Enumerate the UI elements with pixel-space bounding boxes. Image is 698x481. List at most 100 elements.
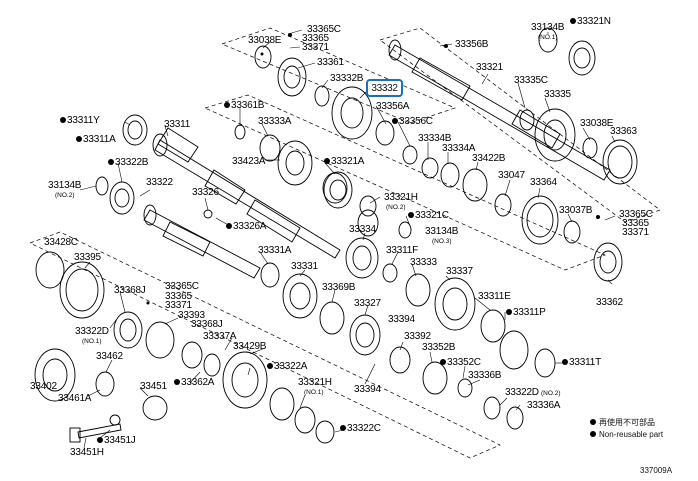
part-label[interactable]: 33402: [30, 381, 57, 392]
part-label[interactable]: 33365C: [307, 24, 341, 35]
part-label[interactable]: 33332B: [330, 73, 364, 84]
highlighted-part-label: 33332: [371, 82, 398, 94]
part-label[interactable]: 33311: [164, 119, 191, 130]
part-label[interactable]: 33331: [291, 261, 318, 272]
non-reusable-marker: [340, 425, 346, 431]
non-reusable-marker: [60, 117, 66, 123]
part-label[interactable]: 33038E: [248, 35, 282, 46]
part-label[interactable]: 33335: [544, 89, 571, 100]
part-label[interactable]: 33365C: [165, 281, 199, 292]
part-label[interactable]: 33462: [96, 351, 123, 362]
part-label[interactable]: 33134B: [48, 180, 82, 191]
part-label[interactable]: 33321A: [324, 157, 364, 167]
part-label[interactable]: 33365: [622, 218, 649, 229]
part-label[interactable]: 33037B: [559, 205, 593, 216]
part-label[interactable]: 33394: [388, 314, 415, 325]
figure-code: 337009A: [640, 466, 673, 475]
part-label[interactable]: 33337: [446, 266, 473, 277]
part-label[interactable]: 33392: [404, 331, 431, 342]
part-label[interactable]: 33321C: [408, 211, 449, 221]
part-label[interactable]: 33134B: [425, 226, 459, 237]
highlighted-part-33332[interactable]: 33332: [366, 79, 403, 97]
part-label[interactable]: 33333: [410, 257, 437, 268]
part-label[interactable]: 33368J: [114, 285, 146, 296]
part-label[interactable]: 33451H: [70, 447, 104, 458]
part-label[interactable]: 33322D: [75, 326, 109, 337]
part-label[interactable]: 33394: [354, 384, 381, 395]
part-label[interactable]: 33311E: [478, 291, 511, 302]
part-label[interactable]: 33369B: [322, 282, 356, 293]
part-label[interactable]: 33361: [317, 57, 344, 68]
part-note: (NO.2): [541, 390, 561, 397]
part-label[interactable]: 33038E: [580, 118, 614, 129]
part-label[interactable]: 33423A: [232, 156, 266, 167]
part-label[interactable]: 33322A: [267, 362, 307, 372]
non-reusable-marker: [76, 136, 82, 142]
part-label[interactable]: 33428C: [44, 237, 78, 248]
part-label[interactable]: 33331A: [258, 245, 292, 256]
part-label[interactable]: 33422B: [472, 153, 506, 164]
part-label[interactable]: 33334: [349, 224, 376, 235]
part-label[interactable]: 33429B: [233, 341, 267, 352]
part-label[interactable]: 33356A: [376, 101, 410, 112]
part-label[interactable]: 33327: [354, 298, 381, 309]
part-label[interactable]: 33311Y: [60, 116, 100, 126]
part-label[interactable]: 33322C: [340, 424, 381, 434]
part-label[interactable]: 33352B: [422, 342, 456, 353]
part-label[interactable]: 33352C: [440, 358, 481, 368]
part-label[interactable]: 33361B: [224, 101, 264, 111]
part-label[interactable]: 33322B: [108, 158, 148, 168]
part-label[interactable]: 33365C: [619, 209, 653, 220]
gear-shapes: [34, 27, 638, 444]
part-label[interactable]: 33451: [140, 381, 167, 392]
group-frame-lines: [29, 27, 661, 459]
part-label[interactable]: 33393: [178, 310, 205, 321]
part-label[interactable]: 33365: [165, 291, 192, 302]
part-label[interactable]: 33362: [596, 297, 623, 308]
part-label[interactable]: 33321H: [384, 192, 418, 203]
part-label[interactable]: 33333A: [258, 116, 292, 127]
part-label[interactable]: 33461A: [58, 393, 92, 404]
legend-en: Non-reusable part: [590, 430, 663, 439]
part-label[interactable]: 33321: [476, 62, 503, 73]
part-label[interactable]: 33336A: [527, 400, 561, 411]
part-label[interactable]: 33321N: [570, 17, 611, 27]
part-label[interactable]: 33311T: [562, 358, 601, 368]
part-label[interactable]: 33365: [302, 33, 329, 44]
part-label[interactable]: 33371: [302, 42, 329, 53]
part-label[interactable]: 33311P: [506, 308, 546, 318]
part-label[interactable]: 33362A: [174, 378, 214, 388]
part-label[interactable]: 33047: [498, 170, 525, 181]
part-label[interactable]: 33334A: [442, 143, 476, 154]
part-label[interactable]: 33371: [622, 227, 649, 238]
part-note: (NO.2): [55, 192, 75, 199]
part-label[interactable]: 33356C: [392, 117, 433, 127]
part-label[interactable]: 33363: [610, 126, 637, 137]
non-reusable-marker: [506, 309, 512, 315]
part-label[interactable]: 33326A: [226, 222, 266, 232]
part-label[interactable]: 33336B: [468, 370, 502, 381]
bolt-and-pin-marks: [146, 33, 600, 305]
non-reusable-marker: [562, 359, 568, 365]
part-label[interactable]: 33395: [74, 252, 101, 263]
part-label[interactable]: 33451J: [97, 436, 136, 446]
part-label[interactable]: 33335C: [514, 75, 548, 86]
part-label[interactable]: 33321H: [298, 377, 332, 388]
part-label[interactable]: 33311A: [76, 135, 116, 145]
legend-dot-icon: [590, 419, 596, 425]
part-label[interactable]: 33337A: [203, 331, 237, 342]
non-reusable-marker: [570, 18, 576, 24]
part-label[interactable]: 33334B: [418, 133, 452, 144]
part-label[interactable]: 33364: [530, 177, 557, 188]
part-label[interactable]: 33311F: [386, 245, 418, 256]
legend-dot-icon: [590, 431, 596, 437]
part-label[interactable]: 33371: [165, 300, 192, 311]
non-reusable-marker: [108, 159, 114, 165]
part-label[interactable]: 33134B: [531, 22, 565, 33]
part-label[interactable]: 33326: [192, 187, 219, 198]
part-label[interactable]: 33322D: [505, 387, 539, 398]
part-label[interactable]: 33356B: [455, 39, 489, 50]
part-note: (NO.2): [386, 204, 406, 211]
part-label[interactable]: 33322: [146, 177, 173, 188]
part-label[interactable]: 33368J: [191, 319, 223, 330]
